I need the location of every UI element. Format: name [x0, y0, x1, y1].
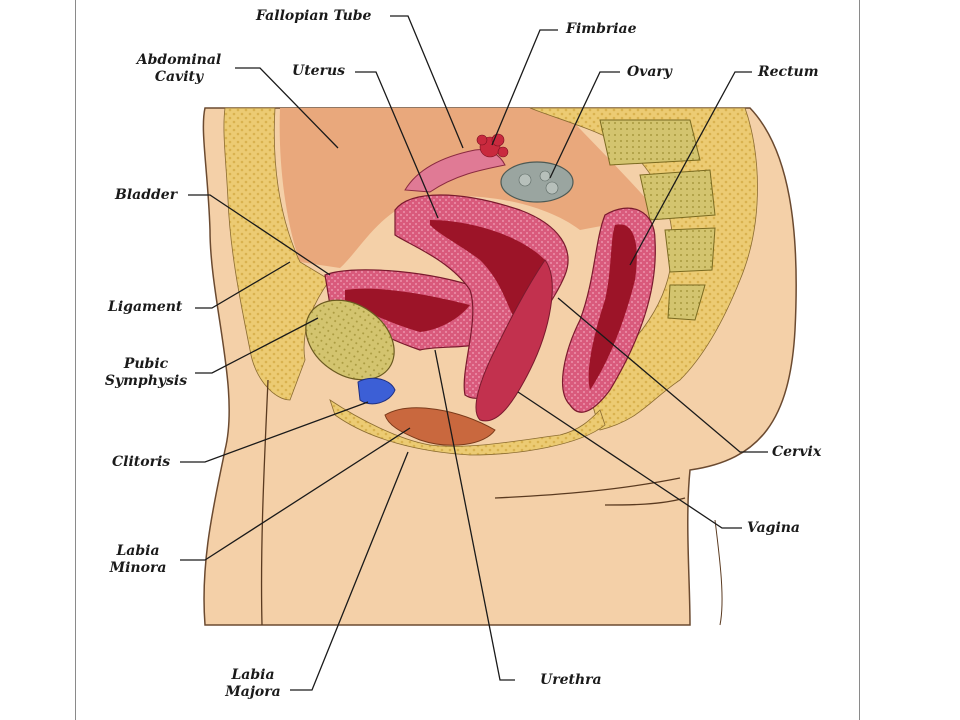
pubic-symphysis-bone — [305, 299, 395, 381]
leader-lines — [180, 15, 768, 691]
rectal-lumen — [588, 224, 637, 390]
ovary — [500, 161, 574, 203]
frame-right-border — [859, 0, 860, 720]
leader-rectum — [629, 71, 752, 266]
leader-labia-majora — [290, 451, 409, 691]
leader-abdominal-cavity — [235, 67, 339, 149]
vagina — [475, 259, 553, 422]
leader-urethra — [434, 349, 515, 681]
leader-vagina — [517, 391, 742, 529]
label-pubic-symphysis: Pubic Symphysis — [104, 356, 188, 389]
label-vagina: Vagina — [747, 520, 801, 536]
bladder-lumen — [345, 288, 470, 332]
leg-back-line — [714, 519, 723, 626]
leader-bladder — [188, 194, 331, 276]
belly-fold-line — [494, 477, 681, 499]
leader-cervix — [557, 297, 768, 453]
leader-ligament — [195, 261, 291, 309]
leader-fimbriae — [491, 29, 558, 146]
label-labia-minora: Labia Minora — [109, 543, 167, 576]
leg-line — [260, 379, 269, 626]
labia-minora-region — [384, 407, 496, 446]
label-clitoris: Clitoris — [112, 454, 171, 470]
perineal-fat — [329, 399, 606, 456]
thigh-line — [604, 497, 686, 506]
leader-ovary — [549, 71, 620, 179]
label-rectum: Rectum — [758, 64, 819, 80]
label-urethra: Urethra — [540, 672, 602, 688]
uterine-cavity — [430, 220, 545, 320]
label-abdominal-cavity: Abdominal Cavity — [136, 52, 222, 85]
leader-fallopian-tube — [390, 15, 464, 149]
label-bladder: Bladder — [115, 187, 178, 203]
label-ligament: Ligament — [108, 299, 183, 315]
label-fimbriae: Fimbriae — [566, 21, 637, 37]
frame-left-border — [75, 0, 76, 720]
abdominal-cavity-region — [279, 108, 660, 268]
leader-clitoris — [180, 401, 369, 463]
leader-uterus — [355, 71, 439, 219]
sacral-vertebrae — [599, 119, 716, 321]
label-fallopian-tube: Fallopian Tube — [256, 8, 372, 24]
label-ovary: Ovary — [627, 64, 672, 80]
anterior-fat-layer — [223, 107, 331, 401]
label-labia-majora: Labia Majora — [225, 667, 281, 700]
label-cervix: Cervix — [772, 444, 822, 460]
leader-pubic-symphysis — [195, 317, 319, 374]
label-uterus: Uterus — [292, 63, 346, 79]
leader-labia-minora — [180, 427, 411, 561]
